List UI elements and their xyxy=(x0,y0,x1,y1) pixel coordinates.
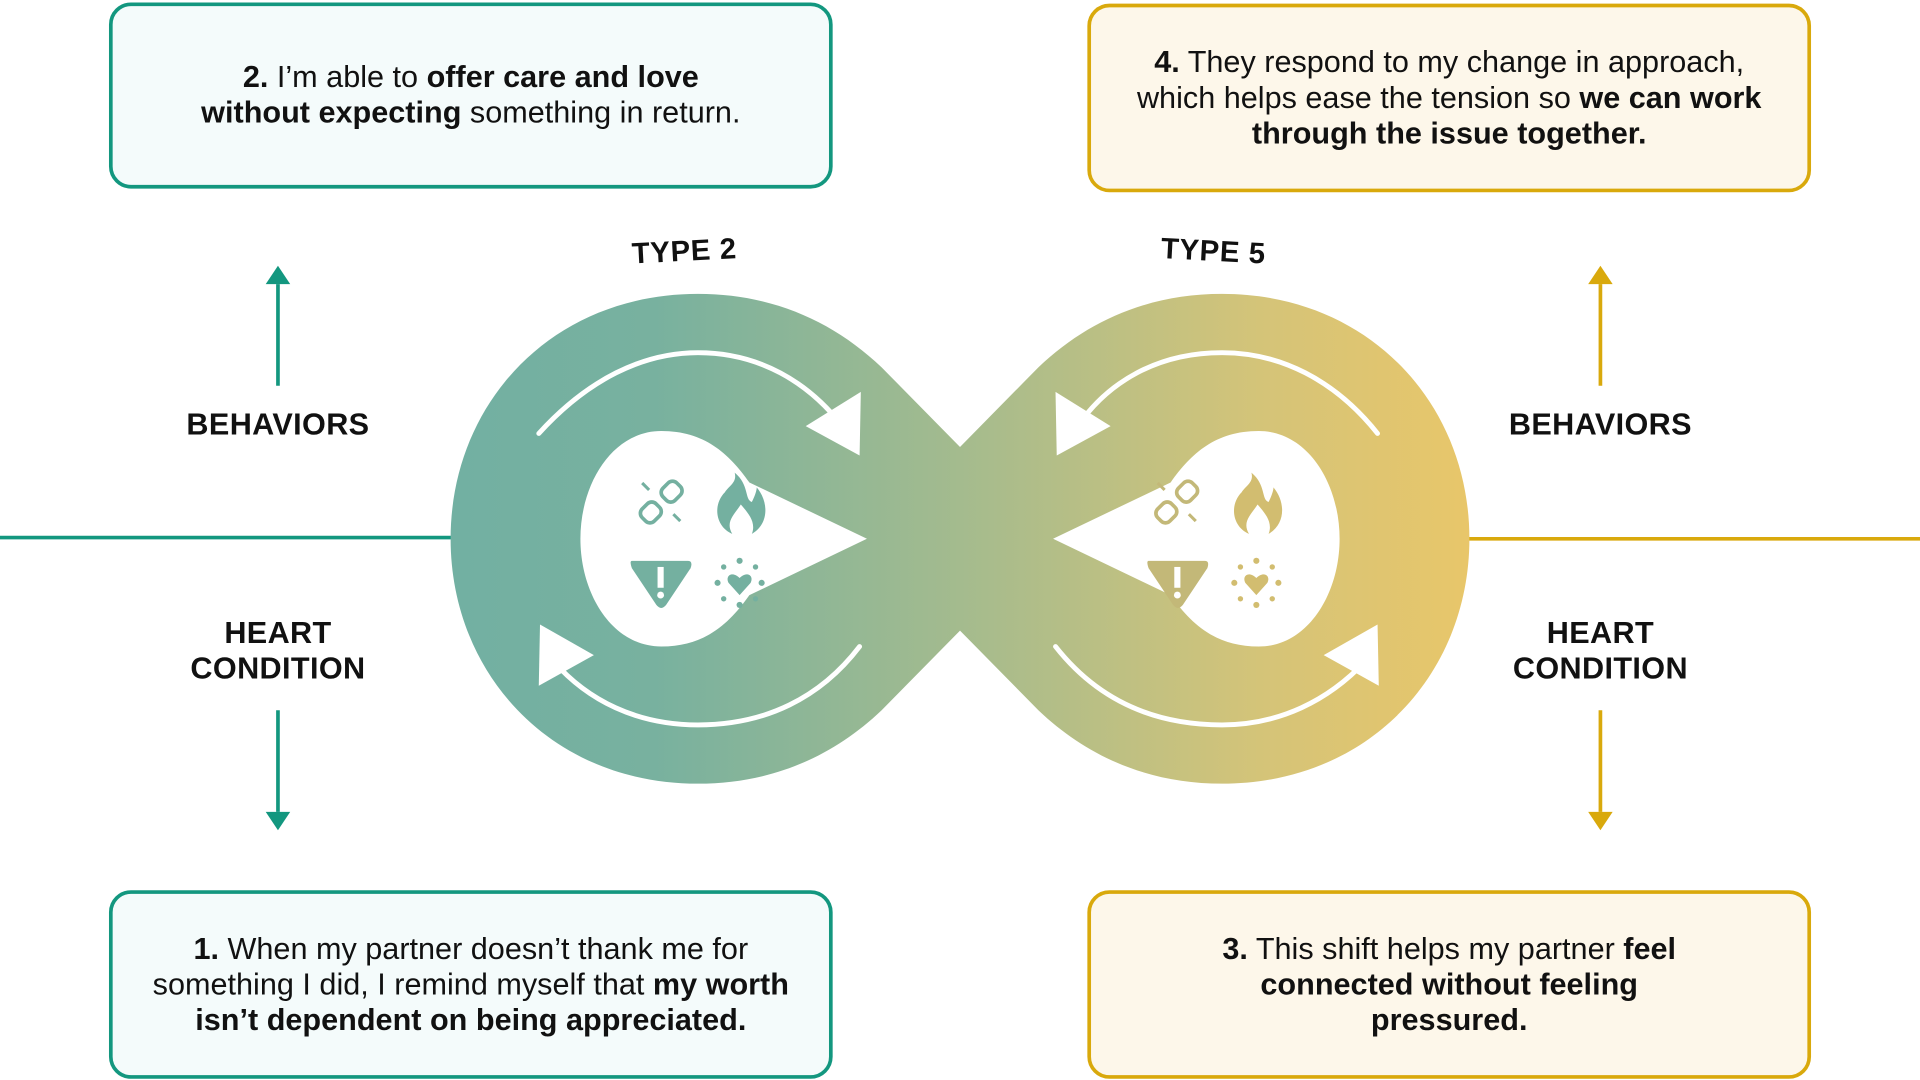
right-down-arrow xyxy=(1588,710,1613,831)
step-4-box: 4. They respond to my change in approach… xyxy=(1087,3,1812,193)
step-1-text-a: When my partner doesn’t thank me for som… xyxy=(152,931,749,1002)
heart-burst-icon xyxy=(714,557,765,608)
step-4-text: 4. They respond to my change in approach… xyxy=(1136,44,1762,152)
step-3-box: 3. This shift helps my partner feel conn… xyxy=(1087,890,1812,1079)
arrowhead-top-right xyxy=(1055,391,1111,456)
step-1-text: 1. When my partner doesn’t thank me for … xyxy=(137,931,804,1038)
infinity-loop xyxy=(450,293,1470,784)
step-2-text-a: I’m able to xyxy=(268,60,427,95)
heart-burst-icon xyxy=(1231,557,1282,608)
broken-link-icon xyxy=(1154,479,1200,525)
type-2-label: TYPE 2 xyxy=(631,232,738,271)
step-1-text-bold: my worth isn’t dependent on being apprec… xyxy=(195,966,789,1037)
step-2-number: 2. xyxy=(242,60,269,95)
right-icon-group xyxy=(1147,472,1283,608)
right-up-arrow xyxy=(1588,265,1613,386)
step-3-number: 3. xyxy=(1222,931,1248,966)
left-down-arrow xyxy=(265,710,291,831)
arrow-top-right xyxy=(1075,350,1381,436)
warning-icon xyxy=(1147,560,1209,608)
type-5-label: TYPE 5 xyxy=(1160,232,1267,271)
step-3-text-bold: feel connected without feeling pressured… xyxy=(1260,931,1677,1037)
left-up-arrow xyxy=(265,265,291,386)
step-4-text-bold: we can work through the issue together. xyxy=(1251,80,1762,151)
left-heart-line1: HEART xyxy=(224,615,332,651)
arrowhead-bottom-left xyxy=(538,624,594,686)
broken-link-icon xyxy=(638,479,684,525)
step-3-text-a: This shift helps my partner xyxy=(1247,931,1624,966)
step-1-box: 1. When my partner doesn’t thank me for … xyxy=(108,890,833,1079)
arrowhead-top-left xyxy=(805,391,861,456)
right-heart-line1: HEART xyxy=(1546,615,1655,651)
warning-icon xyxy=(630,560,692,608)
flame-icon xyxy=(717,472,766,534)
flame-icon xyxy=(1233,472,1283,534)
arrow-bottom-right xyxy=(1053,644,1368,728)
arrow-bottom-left xyxy=(551,644,863,728)
right-heart-line2: CONDITION xyxy=(1512,651,1688,686)
right-heart-condition-label: HEART CONDITION xyxy=(1478,616,1723,687)
left-behaviors-label: BEHAVIORS xyxy=(186,407,370,443)
arrow-top-left xyxy=(536,350,845,436)
step-2-box: 2. I’m able to offer care and love witho… xyxy=(108,2,833,189)
step-1-number: 1. xyxy=(193,931,219,966)
step-4-number: 4. xyxy=(1154,44,1180,79)
right-behaviors-label: BEHAVIORS xyxy=(1508,407,1692,443)
left-icon-group xyxy=(630,472,766,608)
arrowhead-bottom-right xyxy=(1323,624,1379,686)
left-heart-condition-label: HEART CONDITION xyxy=(156,616,401,687)
step-2-text: 2. I’m able to offer care and love witho… xyxy=(189,60,752,131)
step-2-text-bold: offer care and love without expecting xyxy=(201,60,699,130)
step-2-text-b: something in return. xyxy=(461,95,741,130)
step-4-text-a: They respond to my change in approach, w… xyxy=(1136,44,1745,115)
step-3-text: 3. This shift helps my partner feel conn… xyxy=(1180,931,1719,1038)
left-heart-line2: CONDITION xyxy=(190,651,366,686)
